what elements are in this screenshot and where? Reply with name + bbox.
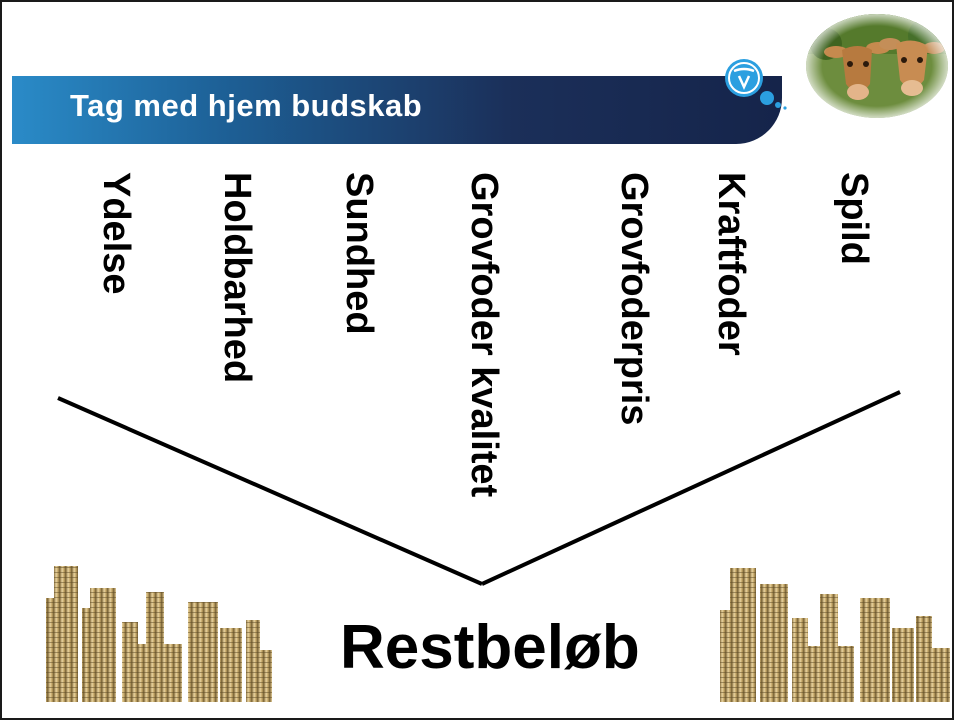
factor-grovfoder-kvalitet: Grovfoder kvalitet bbox=[463, 172, 505, 498]
funnel-line-left bbox=[57, 396, 483, 586]
cow-head-logo-icon bbox=[725, 59, 787, 110]
factor-ydelse: Ydelse bbox=[95, 172, 137, 295]
factor-spild: Spild bbox=[833, 172, 875, 265]
factor-holdbarhed: Holdbarhed bbox=[216, 172, 258, 384]
funnel-line-right bbox=[481, 390, 901, 586]
factor-sundhed: Sundhed bbox=[338, 172, 380, 335]
factor-grovfoderpris: Grovfoderpris bbox=[613, 172, 655, 426]
title-bar bbox=[12, 76, 782, 144]
result-text: Restbeløb bbox=[340, 613, 640, 682]
coin-stacks-image-left bbox=[42, 558, 272, 702]
slide-title: Tag med hjem budskab bbox=[70, 88, 423, 123]
coin-stacks-image-right bbox=[720, 558, 950, 702]
factor-kraftfoder: Kraftfoder bbox=[710, 172, 752, 356]
cows-photo bbox=[806, 14, 948, 118]
